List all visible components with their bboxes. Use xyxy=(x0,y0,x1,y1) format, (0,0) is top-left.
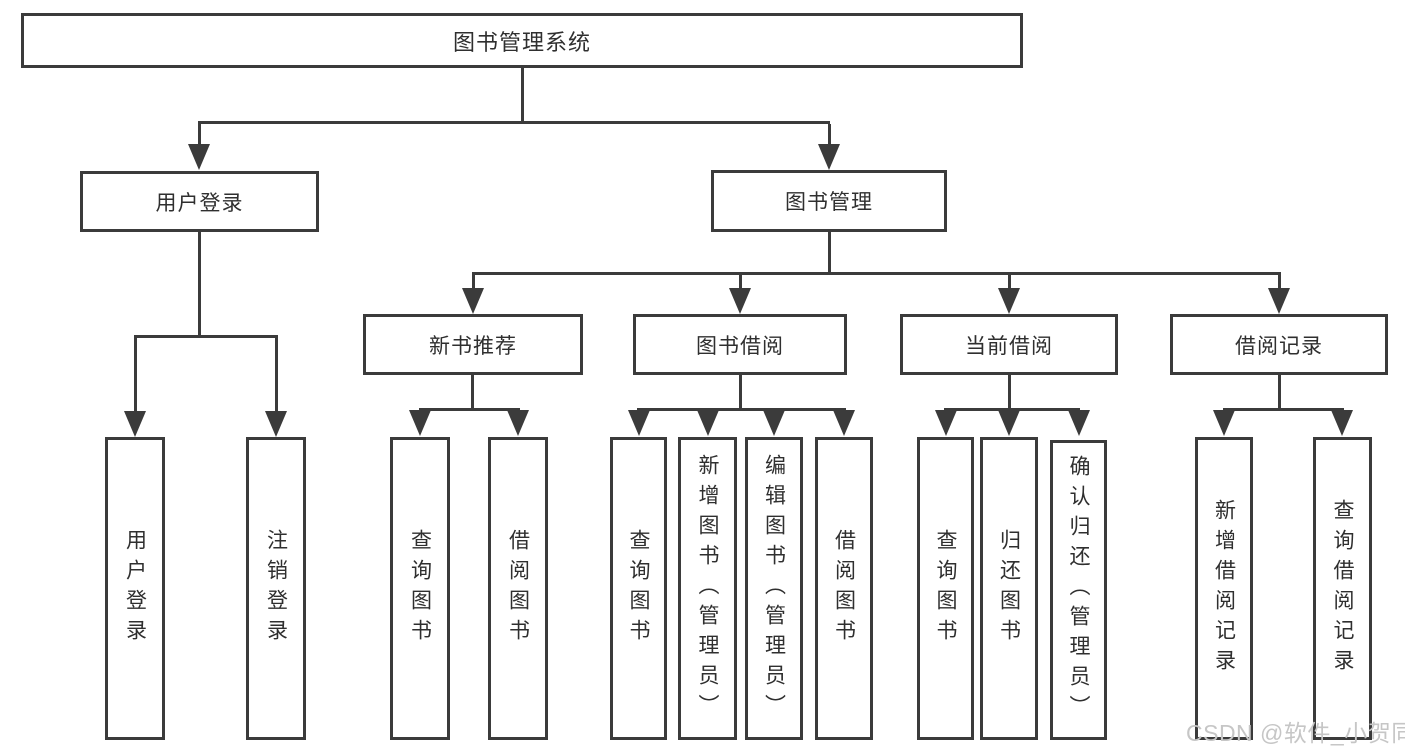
arrow-down-icon xyxy=(935,410,957,436)
node-bb-edit-books-admin-label: 编辑图书（管理员） xyxy=(762,453,786,724)
node-bb-query-books: 查询图书 xyxy=(610,437,667,740)
node-library-system-label: 图书管理系统 xyxy=(452,29,591,55)
node-user-login-leaf-label: 用户登录 xyxy=(123,528,147,649)
node-bb-edit-books-admin: 编辑图书（管理员） xyxy=(745,437,803,740)
arrow-down-icon xyxy=(998,288,1020,314)
node-bb-query-books-label: 查询图书 xyxy=(627,528,651,649)
arrow-down-icon xyxy=(1331,410,1353,436)
node-user-login: 用户登录 xyxy=(80,171,319,232)
arrow-down-icon xyxy=(763,410,785,436)
node-cb-confirm-return-admin: 确认归还（管理员） xyxy=(1050,440,1107,740)
arrow-down-icon xyxy=(729,288,751,314)
node-br-query-record-label: 查询借阅记录 xyxy=(1331,498,1355,679)
node-cb-return-books: 归还图书 xyxy=(980,437,1038,740)
arrow-down-icon xyxy=(462,288,484,314)
node-book-borrowing-label: 图书借阅 xyxy=(696,334,784,358)
connector-line xyxy=(1278,275,1281,290)
arrow-down-icon xyxy=(818,144,840,170)
arrow-down-icon xyxy=(833,410,855,436)
connector-line xyxy=(134,335,278,338)
node-current-borrowing-label: 当前借阅 xyxy=(965,334,1053,358)
arrow-down-icon xyxy=(1213,410,1235,436)
connector-line xyxy=(828,124,831,146)
connector-line xyxy=(471,375,474,411)
node-cb-query-books: 查询图书 xyxy=(917,437,974,740)
connector-line xyxy=(134,338,137,413)
arrow-down-icon xyxy=(265,411,287,437)
node-bb-add-books-admin: 新增图书（管理员） xyxy=(678,437,737,740)
connector-line xyxy=(419,408,520,411)
node-newrec-query-books: 查询图书 xyxy=(390,437,450,740)
node-borrowing-records: 借阅记录 xyxy=(1170,314,1388,375)
connector-line xyxy=(198,124,201,146)
arrow-down-icon xyxy=(1068,410,1090,436)
connector-line xyxy=(472,272,1281,275)
node-borrowing-records-label: 借阅记录 xyxy=(1235,334,1323,358)
arrow-down-icon xyxy=(409,410,431,436)
connector-line xyxy=(739,375,742,411)
connector-line xyxy=(472,275,475,290)
node-cb-return-books-label: 归还图书 xyxy=(997,528,1021,649)
node-br-query-record: 查询借阅记录 xyxy=(1313,437,1372,740)
connector-line xyxy=(275,338,278,413)
node-current-borrowing: 当前借阅 xyxy=(900,314,1118,375)
node-br-add-record-label: 新增借阅记录 xyxy=(1212,498,1236,679)
node-newrec-query-books-label: 查询图书 xyxy=(408,528,432,649)
node-logout-label: 注销登录 xyxy=(264,528,288,649)
watermark: CSDN @软件_小贺同学 xyxy=(1186,720,1405,746)
node-cb-confirm-return-admin-label: 确认归还（管理员） xyxy=(1067,455,1091,725)
node-bb-borrow-books: 借阅图书 xyxy=(815,437,873,740)
connector-line xyxy=(1008,375,1011,411)
node-new-book-recommend: 新书推荐 xyxy=(363,314,583,375)
connector-line xyxy=(1223,408,1344,411)
arrow-down-icon xyxy=(697,410,719,436)
connector-line xyxy=(521,68,524,124)
arrow-down-icon xyxy=(124,411,146,437)
node-cb-query-books-label: 查询图书 xyxy=(934,528,958,649)
node-newrec-borrow-books-label: 借阅图书 xyxy=(506,528,530,649)
node-br-add-record: 新增借阅记录 xyxy=(1195,437,1253,740)
connector-line xyxy=(944,408,1080,411)
node-new-book-recommend-label: 新书推荐 xyxy=(429,334,517,358)
node-book-borrowing: 图书借阅 xyxy=(633,314,847,375)
connector-line xyxy=(1278,375,1281,411)
node-user-login-leaf: 用户登录 xyxy=(105,437,165,740)
connector-line xyxy=(198,232,201,338)
connector-line xyxy=(198,121,830,124)
node-newrec-borrow-books: 借阅图书 xyxy=(488,437,548,740)
node-book-management-label: 图书管理 xyxy=(785,191,873,214)
node-book-management: 图书管理 xyxy=(711,170,947,232)
connector-line xyxy=(1008,275,1011,290)
arrow-down-icon xyxy=(1268,288,1290,314)
connector-line xyxy=(828,232,831,275)
node-bb-add-books-admin-label: 新增图书（管理员） xyxy=(696,453,720,724)
node-user-login-label: 用户登录 xyxy=(155,191,244,215)
node-bb-borrow-books-label: 借阅图书 xyxy=(832,528,856,649)
arrow-down-icon xyxy=(507,410,529,436)
connector-line xyxy=(637,408,846,411)
arrow-down-icon xyxy=(998,410,1020,436)
node-library-system: 图书管理系统 xyxy=(21,13,1023,68)
connector-line xyxy=(739,275,742,290)
node-logout: 注销登录 xyxy=(246,437,306,740)
arrow-down-icon xyxy=(188,144,210,170)
arrow-down-icon xyxy=(628,410,650,436)
